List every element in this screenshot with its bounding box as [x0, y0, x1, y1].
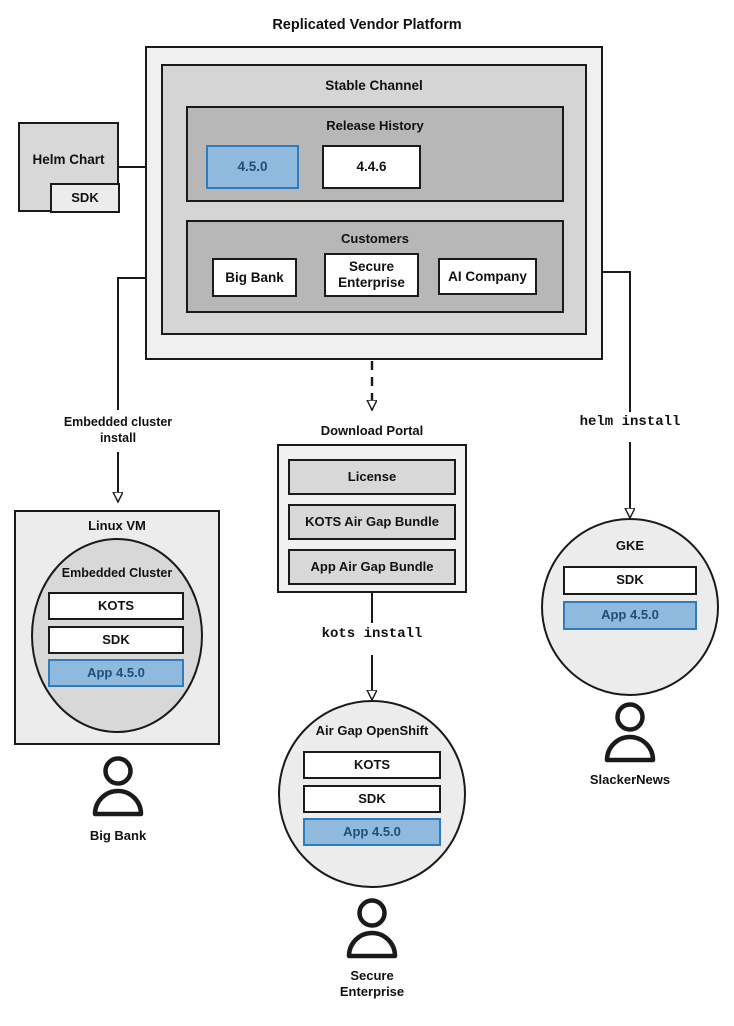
- openshift-component-sdk[interactable]: SDK: [303, 785, 441, 813]
- linux-vm-component-app[interactable]: App 4.5.0: [48, 659, 184, 687]
- linux-vm-component-kots[interactable]: KOTS: [48, 592, 184, 620]
- customer-ai-company[interactable]: AI Company: [438, 258, 537, 295]
- openshift-component-app[interactable]: App 4.5.0: [303, 818, 441, 846]
- embedded-cluster-title: Embedded Cluster: [61, 566, 173, 580]
- customers-title: Customers: [341, 231, 409, 246]
- gke-component-app[interactable]: App 4.5.0: [563, 601, 697, 630]
- air-gap-openshift-title: Air Gap OpenShift: [315, 723, 429, 738]
- person-icon-secure-enterprise: [344, 898, 400, 960]
- release-version-4-5-0[interactable]: 4.5.0: [206, 145, 299, 189]
- customer-big-bank[interactable]: Big Bank: [212, 258, 297, 297]
- actor-label-secure-enterprise: Secure Enterprise: [339, 968, 405, 1000]
- openshift-component-kots[interactable]: KOTS: [303, 751, 441, 779]
- diagram-title: Replicated Vendor Platform: [272, 17, 462, 33]
- gke-title: GKE: [615, 538, 645, 553]
- download-portal-item-license[interactable]: License: [288, 459, 456, 495]
- person-icon-big-bank: [90, 756, 146, 818]
- download-portal-item-app-air-gap-bundle[interactable]: App Air Gap Bundle: [288, 549, 456, 585]
- release-history-title: Release History: [326, 118, 424, 133]
- gke-component-sdk[interactable]: SDK: [563, 566, 697, 595]
- stable-channel-title: Stable Channel: [325, 78, 423, 93]
- helm-chart-sdk-box[interactable]: SDK: [50, 183, 120, 213]
- actor-label-slackernews: SlackerNews: [589, 772, 671, 787]
- person-icon-slackernews: [602, 702, 658, 764]
- helm-chart-label: Helm Chart: [32, 152, 105, 168]
- release-version-4-4-6[interactable]: 4.4.6: [322, 145, 421, 189]
- linux-vm-title: Linux VM: [88, 518, 146, 533]
- download-portal-title: Download Portal: [320, 423, 424, 438]
- edge-label-kots-install: kots install: [321, 626, 423, 642]
- download-portal-item-kots-air-gap-bundle[interactable]: KOTS Air Gap Bundle: [288, 504, 456, 540]
- linux-vm-component-sdk[interactable]: SDK: [48, 626, 184, 654]
- helm-chart-box[interactable]: Helm Chart: [18, 122, 119, 212]
- edge-label-helm-install: helm install: [579, 414, 681, 430]
- customer-secure-enterprise[interactable]: Secure Enterprise: [324, 253, 419, 297]
- edge-label-embedded-cluster-install: Embedded cluster install: [63, 415, 173, 445]
- actor-label-big-bank: Big Bank: [89, 828, 147, 843]
